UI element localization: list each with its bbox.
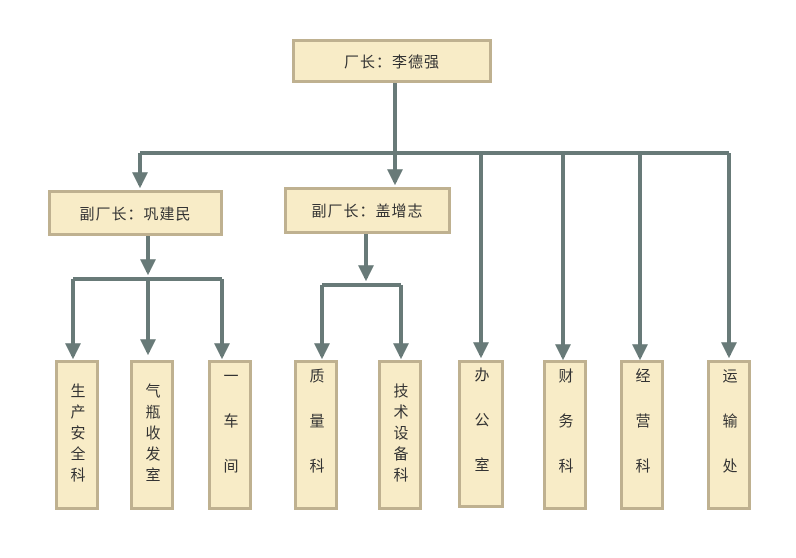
director-label: 厂长：李德强 (343, 52, 440, 71)
dept-gas-label: 气瓶收发室 (143, 382, 162, 488)
dept-operations-box: 经营科 (620, 360, 664, 510)
dept-tech-box: 技术设备科 (378, 360, 422, 510)
deputy-right-label: 副厂长：盖增志 (311, 202, 424, 220)
dept-operations-label: 经营科 (633, 367, 652, 503)
deputy-right-box: 副厂长：盖增志 (284, 187, 451, 234)
deputy-left-box: 副厂长：巩建民 (48, 190, 223, 236)
dept-quality-box: 质量科 (294, 360, 338, 510)
dept-transport-label: 运输处 (720, 367, 739, 503)
dept-safety-box: 生产安全科 (55, 360, 99, 510)
dept-office-label: 办公室 (472, 366, 491, 502)
dept-tech-label: 技术设备科 (391, 382, 410, 488)
dept-finance-label: 财务科 (556, 367, 575, 503)
dept-gas-box: 气瓶收发室 (130, 360, 174, 510)
deputy-left-label: 副厂长：巩建民 (79, 204, 192, 223)
dept-office-box: 办公室 (458, 360, 504, 508)
dept-transport-box: 运输处 (707, 360, 751, 510)
dept-workshop-label: 一车间 (221, 367, 240, 503)
dept-finance-box: 财务科 (543, 360, 587, 510)
dept-workshop-box: 一车间 (208, 360, 252, 510)
dept-quality-label: 质量科 (307, 367, 326, 503)
director-box: 厂长：李德强 (292, 39, 492, 83)
dept-safety-label: 生产安全科 (68, 382, 87, 488)
